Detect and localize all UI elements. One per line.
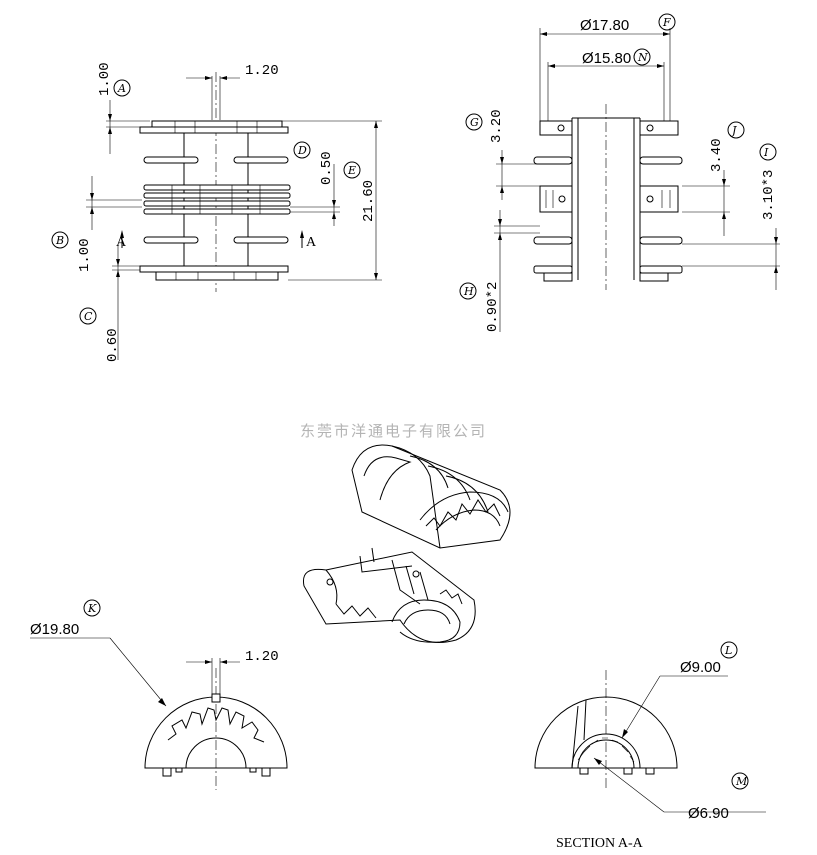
front-a-dim: 1.00 [97,62,113,96]
tag-e: E [347,164,356,177]
section-marker-right: A [306,235,317,250]
bottom-view: 1.20 Ø19.80 K [30,599,288,790]
tag-c: C [84,310,93,323]
bottom-slot-dim: 1.20 [245,649,279,665]
tag-j: J [730,124,737,137]
side-view: Ø17.80 Ø15.80 3.20 0.90*2 3.40 [459,13,780,332]
front-d-dim: 0.50 [319,151,335,185]
tag-k: K [87,602,97,615]
front-slot-dim: 1.20 [245,63,279,79]
section-title: SECTION A-A [556,836,644,851]
tag-h: H [463,285,474,298]
side-h-dim: 0.90*2 [485,282,501,332]
tag-g: G [470,116,479,129]
side-n-dim: Ø15.80 [582,50,631,67]
company-watermark: 东莞市洋通电子有限公司 [300,422,487,440]
side-g-dim: 3.20 [489,109,505,143]
tag-a: A [117,82,126,95]
tag-f: F [662,16,671,29]
front-c-dim: 0.60 [105,328,121,362]
side-f-dim: Ø17.80 [580,17,629,34]
tag-m: M [735,775,748,788]
bottom-k-dim: Ø19.80 [30,621,79,638]
section-m-dim: Ø6.90 [688,805,729,822]
front-e-dim: 21.60 [361,180,377,222]
front-b-dim: 1.00 [77,238,93,272]
side-j-dim: 3.40 [709,138,725,172]
side-i-dim: 3.10*3 [761,170,777,220]
isometric-view [302,444,511,643]
tag-b: B [55,234,64,247]
section-l-dim: Ø9.00 [680,659,721,676]
tag-d: D [297,144,307,157]
section-view: Ø9.00 L Ø6.90 M SECTION A-A [534,641,766,851]
tag-i: I [763,146,769,159]
tag-l: L [724,644,732,657]
section-marker-left: A [116,235,127,250]
tag-n: N [637,51,648,64]
front-view: 1.20 1.00 1.00 0.60 0.50 [51,62,382,362]
